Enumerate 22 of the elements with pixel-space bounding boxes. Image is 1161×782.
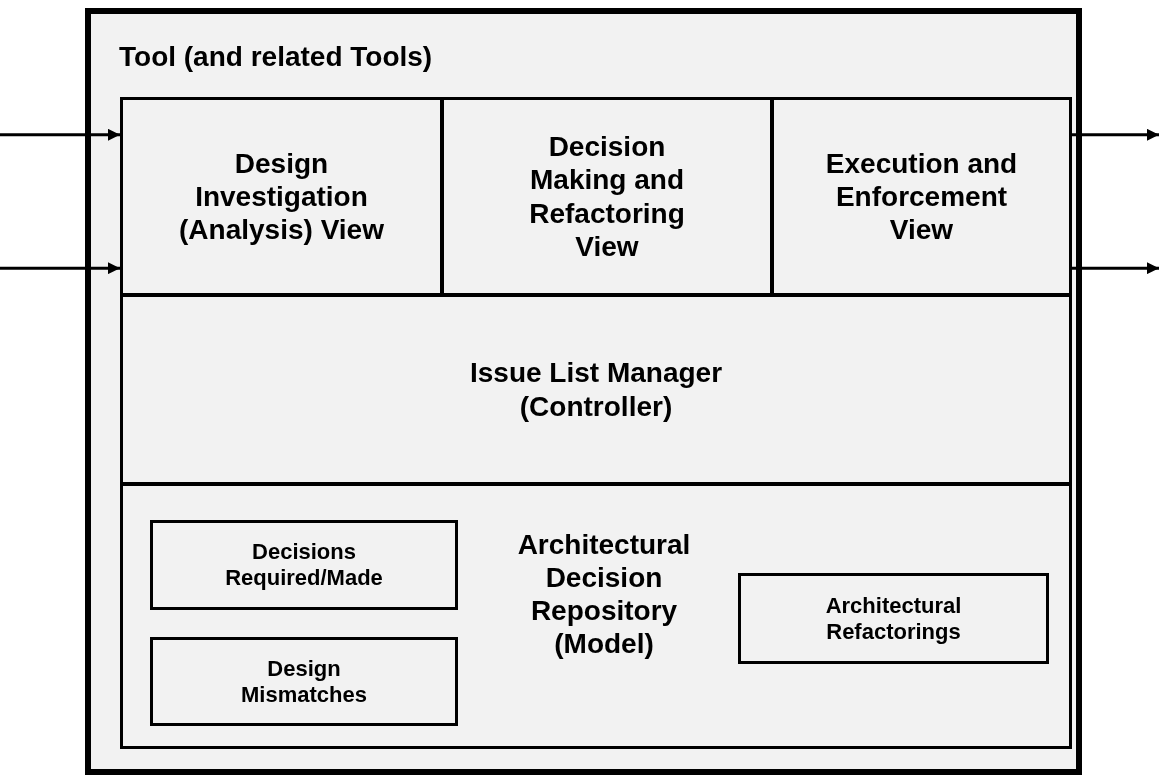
frame-title: Tool (and related Tools) <box>119 40 433 74</box>
tool-frame <box>85 8 1082 775</box>
view-box <box>120 97 443 296</box>
box-label: Issue List Manager (Controller) <box>468 356 724 423</box>
arrow <box>0 262 120 275</box>
view-box <box>441 97 773 296</box>
arrow <box>1072 262 1159 275</box>
layer-box <box>120 294 1072 485</box>
box-label: Design Investigation (Analysis) View <box>178 146 385 247</box>
component-box <box>738 573 1049 664</box>
view-box <box>771 97 1072 296</box>
box-label: Decision Making and Refactoring View <box>528 130 686 263</box>
arrow <box>0 128 120 141</box>
layer-title: Architectural Decision Repository (Model) <box>516 528 692 661</box>
layer-panel <box>120 483 1072 749</box>
component-box <box>150 637 458 726</box>
box-label: Design Mismatches <box>240 655 368 708</box>
component-box <box>150 520 458 610</box>
box-label: Decisions Required/Made <box>224 539 384 591</box>
box-label: Execution and Enforcement View <box>824 146 1019 247</box>
arrow <box>1072 128 1159 141</box>
box-label: Architectural Refactorings <box>824 592 963 645</box>
